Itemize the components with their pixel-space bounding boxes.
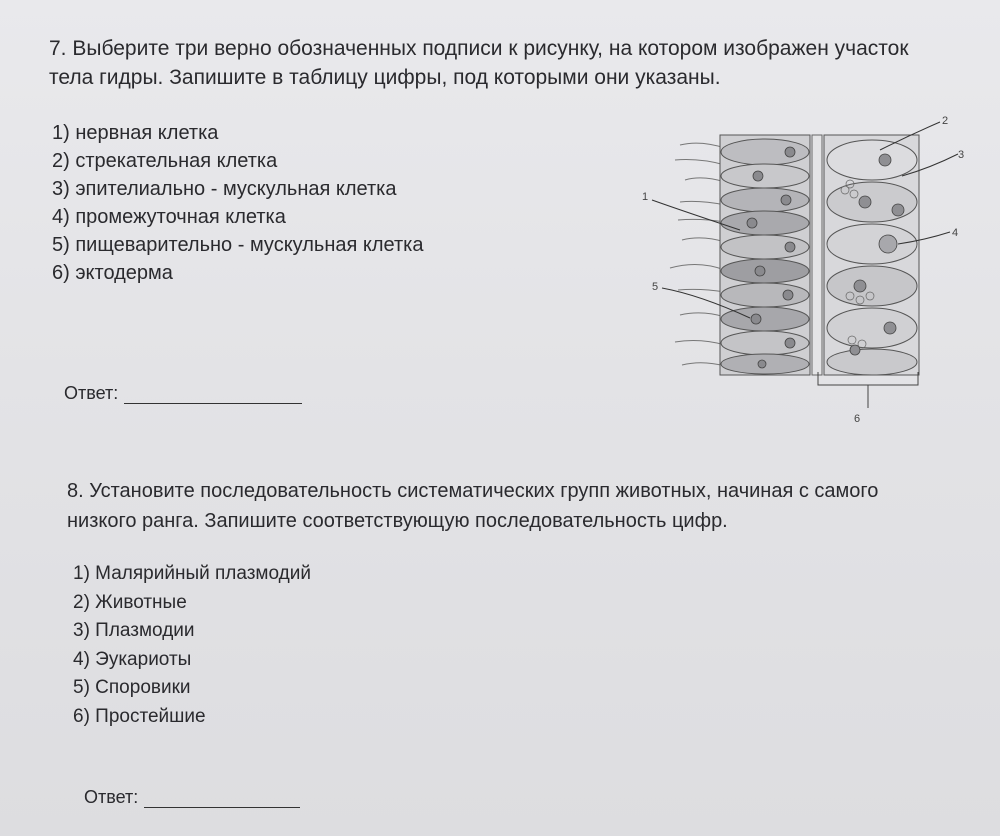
q8-option-4: 4) Эукариоты: [73, 648, 192, 670]
q7-option-3: 3) эпителиально - мускульная клетка: [52, 178, 397, 200]
q7-option-4: 4) промежуточная клетка: [52, 206, 286, 228]
q8-option-2: 2) Животные: [73, 591, 187, 613]
hydra-body-wall-figure: 1 2 3 4 5 6: [642, 115, 964, 425]
question-7-answer: Ответ:: [64, 381, 303, 404]
question-8-options: 1) Малярийный плазмодий 2) Животные 3) П…: [73, 560, 311, 731]
q8-option-3: 3) Плазмодии: [73, 620, 195, 641]
question-8-answer: Ответ:: [84, 785, 301, 808]
figure-label-2: 2: [942, 115, 948, 127]
figure-label-4: 4: [952, 227, 958, 239]
figure-label-1: 1: [642, 191, 648, 203]
answer-line: [144, 785, 301, 808]
answer-label: Ответ:: [84, 787, 139, 807]
answer-line: [124, 381, 303, 404]
answer-label: Ответ:: [64, 383, 119, 403]
q7-option-6: 6) эктодерма: [52, 262, 173, 284]
question-8-title: 8. Установите последовательность система…: [67, 480, 879, 532]
q7-option-5: 5) пищеварительно - мускульная клетка: [52, 234, 424, 256]
figure-label-6: 6: [854, 413, 860, 425]
question-7-title: 7. Выберите три верно обозначенных подпи…: [49, 37, 909, 89]
mesoglea: [811, 134, 823, 376]
figure-label-5: 5: [652, 281, 658, 293]
q7-option-2: 2) стрекательная клетка: [52, 150, 278, 172]
q8-option-6: 6) Простейшие: [73, 705, 206, 727]
question-7-options: 1) нервная клетка 2) стрекательная клетк…: [52, 119, 423, 287]
ectoderm-cells: [719, 134, 811, 376]
endoderm-bracket: [817, 372, 919, 408]
flagella: [669, 142, 726, 367]
endoderm-cells: [823, 134, 920, 376]
leader-lines: [651, 121, 959, 319]
q8-option-5: 5) Споровики: [73, 677, 191, 698]
q7-option-1: 1) нервная клетка: [52, 122, 219, 144]
q8-option-1: 1) Малярийный плазмодий: [73, 563, 311, 584]
figure-label-3: 3: [958, 149, 964, 161]
